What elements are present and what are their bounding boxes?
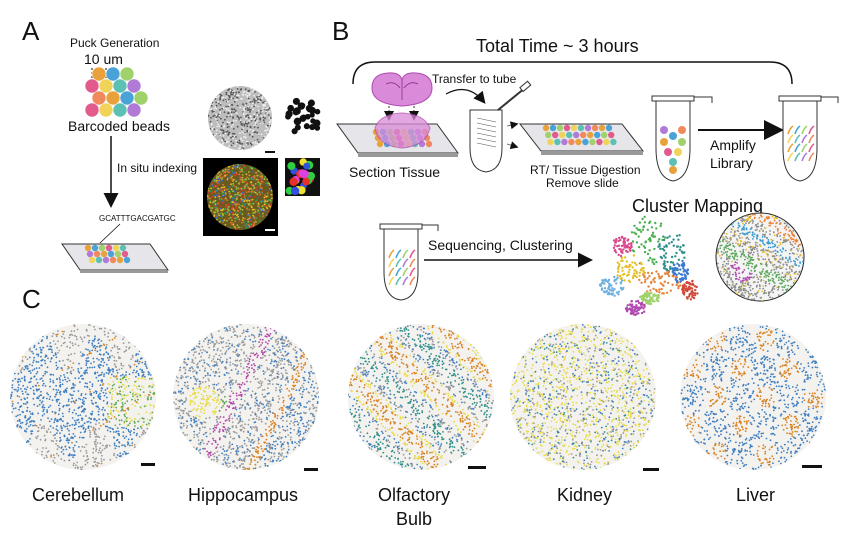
total-time-label: Total Time ~ 3 hours [476, 36, 639, 56]
tissue-on-slide [374, 112, 431, 149]
panel-a: A Puck Generation 10 um Barcoded beads I… [22, 16, 321, 273]
puck-generation-label: Puck Generation [70, 36, 159, 50]
scale-bar-hippocampus [304, 468, 318, 471]
scale-bar-liver [802, 465, 822, 468]
puck-liver [680, 324, 826, 470]
panel-b: B Total Time ~ 3 hours Section Tissue Tr… [332, 16, 839, 317]
tissue-label-cerebellum: Cerebellum [32, 485, 124, 505]
cluster-mapping-label: Cluster Mapping [632, 196, 763, 216]
scale-bar-gray [265, 151, 275, 153]
sequencing-clustering-label: Sequencing, Clustering [428, 237, 573, 253]
tissue-label-liver: Liver [736, 485, 775, 505]
puck-cerebellum [10, 324, 156, 470]
rt-digestion-label-1: RT/ Tissue Digestion [530, 163, 641, 177]
barcode-pointer [99, 223, 121, 244]
brain-section-icon [371, 72, 433, 121]
slide-beads [84, 244, 131, 264]
rt-digestion-label-2: Remove slide [546, 176, 619, 190]
amplify-label-1: Amplify [710, 137, 756, 153]
panel-c-letter: C [22, 284, 41, 314]
puck-kidney [510, 324, 656, 470]
section-tissue-label: Section Tissue [349, 164, 440, 180]
panel-a-letter: A [22, 16, 40, 46]
amplify-label-2: Library [710, 155, 753, 171]
bead-cluster [84, 66, 149, 118]
in-situ-indexing-label: In situ indexing [117, 161, 197, 175]
bead-tube [651, 95, 713, 182]
barcoded-beads-label: Barcoded beads [68, 118, 170, 134]
tissue-label-kidney: Kidney [557, 485, 612, 505]
barcode-sequence: GCATTTGACGATGC [99, 214, 176, 223]
library-tube [778, 95, 839, 182]
transfer-arrow [445, 88, 486, 104]
panel-c: C Cerebellum Hippocampus Olfactory Bulb … [10, 284, 826, 529]
scale-bar-cerebellum [141, 463, 155, 466]
transfer-tube [469, 80, 532, 173]
tissue-label-bulb: Bulb [396, 509, 432, 529]
puck-hippocampus [173, 324, 319, 470]
sequencing-tube [379, 223, 439, 301]
tissue-label-hippocampus: Hippocampus [188, 485, 298, 505]
panel-b-letter: B [332, 16, 349, 46]
transfer-to-tube-label: Transfer to tube [432, 72, 517, 86]
bead-size-label: 10 um [84, 51, 123, 67]
puck-grayscale-image [208, 86, 272, 150]
tissue-label-olfactory: Olfactory [378, 485, 450, 505]
scale-bar-olfactory-bulb [468, 466, 486, 469]
total-time-bracket [352, 61, 793, 85]
scale-bar-color [265, 229, 275, 231]
scale-bar-kidney [643, 468, 659, 471]
tsne-cluster-plot [598, 215, 699, 317]
